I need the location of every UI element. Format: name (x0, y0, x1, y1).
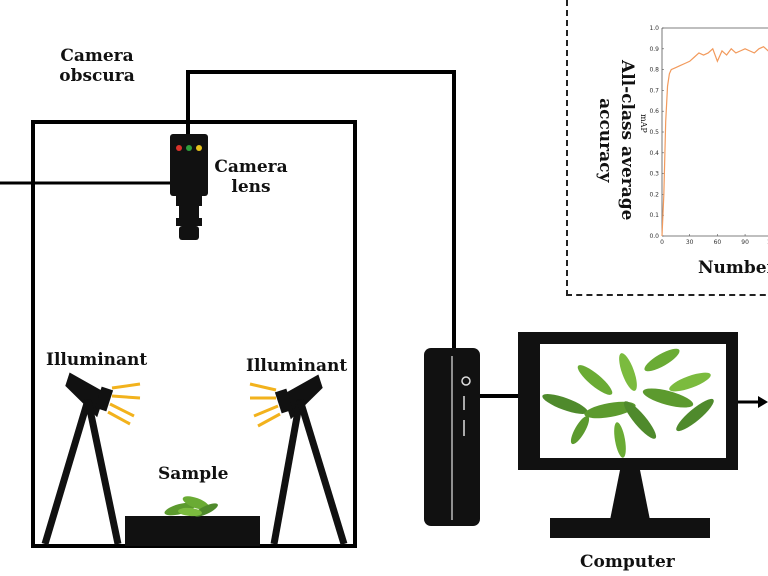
inset-y-tick-label: 0.5 (649, 129, 659, 136)
inset-y-tick-label: 0.2 (649, 191, 659, 198)
inset-y-tick-label: 0.1 (649, 212, 659, 219)
camera-to-computer-cable (186, 70, 456, 352)
inset-y-tick-label: 0.9 (649, 46, 659, 53)
inset-xlabel: Number (698, 258, 768, 278)
inset-ylabel-line2: accuracy (595, 98, 615, 183)
computer-tower-icon (424, 348, 480, 526)
inset-ylabel: All-class average accuracy (594, 60, 638, 220)
inset-x-tick-label: 60 (714, 239, 722, 246)
sample-platform (125, 516, 260, 546)
camera-icon (170, 134, 208, 240)
left-illuminant-icon (41, 372, 141, 546)
camera-obscura-label: Camera obscura (52, 46, 142, 87)
sample-label: Sample (158, 464, 229, 484)
camera-obscura-label-line2: obscura (59, 66, 135, 87)
accuracy-inset: 0.0 0.1 0.2 0.3 0.4 0.5 0.6 0.7 0.8 0.9 1.0 0 30 60 90… (566, 0, 768, 296)
sample-leaves-icon (164, 496, 218, 517)
inset-x-tick-label: 30 (686, 239, 694, 246)
inset-chart-svg: 0.0 0.1 0.2 0.3 0.4 0.5 0.6 0.7 0.8 0.9 1.0 0 30 60 90… (649, 25, 768, 246)
inset-x-tick-label: 0 (660, 239, 664, 246)
output-arrow-head (758, 396, 768, 408)
illuminant-left-label: Illuminant (46, 350, 148, 370)
inset-y-tick-label: 0.3 (649, 171, 659, 178)
inset-y-tick-label: 0.7 (649, 87, 659, 94)
inset-y-tick-label: 0.0 (649, 233, 659, 240)
inset-y-tick-label: 0.6 (649, 108, 659, 115)
inset-ylabel-line1: All-class average (617, 60, 637, 221)
inset-y-tick-label: 1.0 (649, 25, 659, 32)
camera-lens-label-line1: Camera (214, 157, 288, 177)
computer-label: Computer (580, 552, 675, 572)
inset-x-tick-label: 90 (741, 239, 749, 246)
camera-obscura-label-line1: Camera (60, 46, 134, 66)
illuminant-right-label: Illuminant (246, 356, 348, 376)
camera-lens-label-line2: lens (231, 177, 271, 198)
inset-series-line (661, 46, 768, 237)
screen-leaves-icon (542, 348, 714, 458)
camera-lens-label: Camera lens (206, 157, 296, 198)
inset-y-tick-label: 0.4 (649, 150, 659, 157)
inset-y-tick-label: 0.8 (649, 67, 659, 74)
right-illuminant-icon (249, 374, 348, 546)
inset-ylabel-small: mAP (639, 114, 648, 133)
